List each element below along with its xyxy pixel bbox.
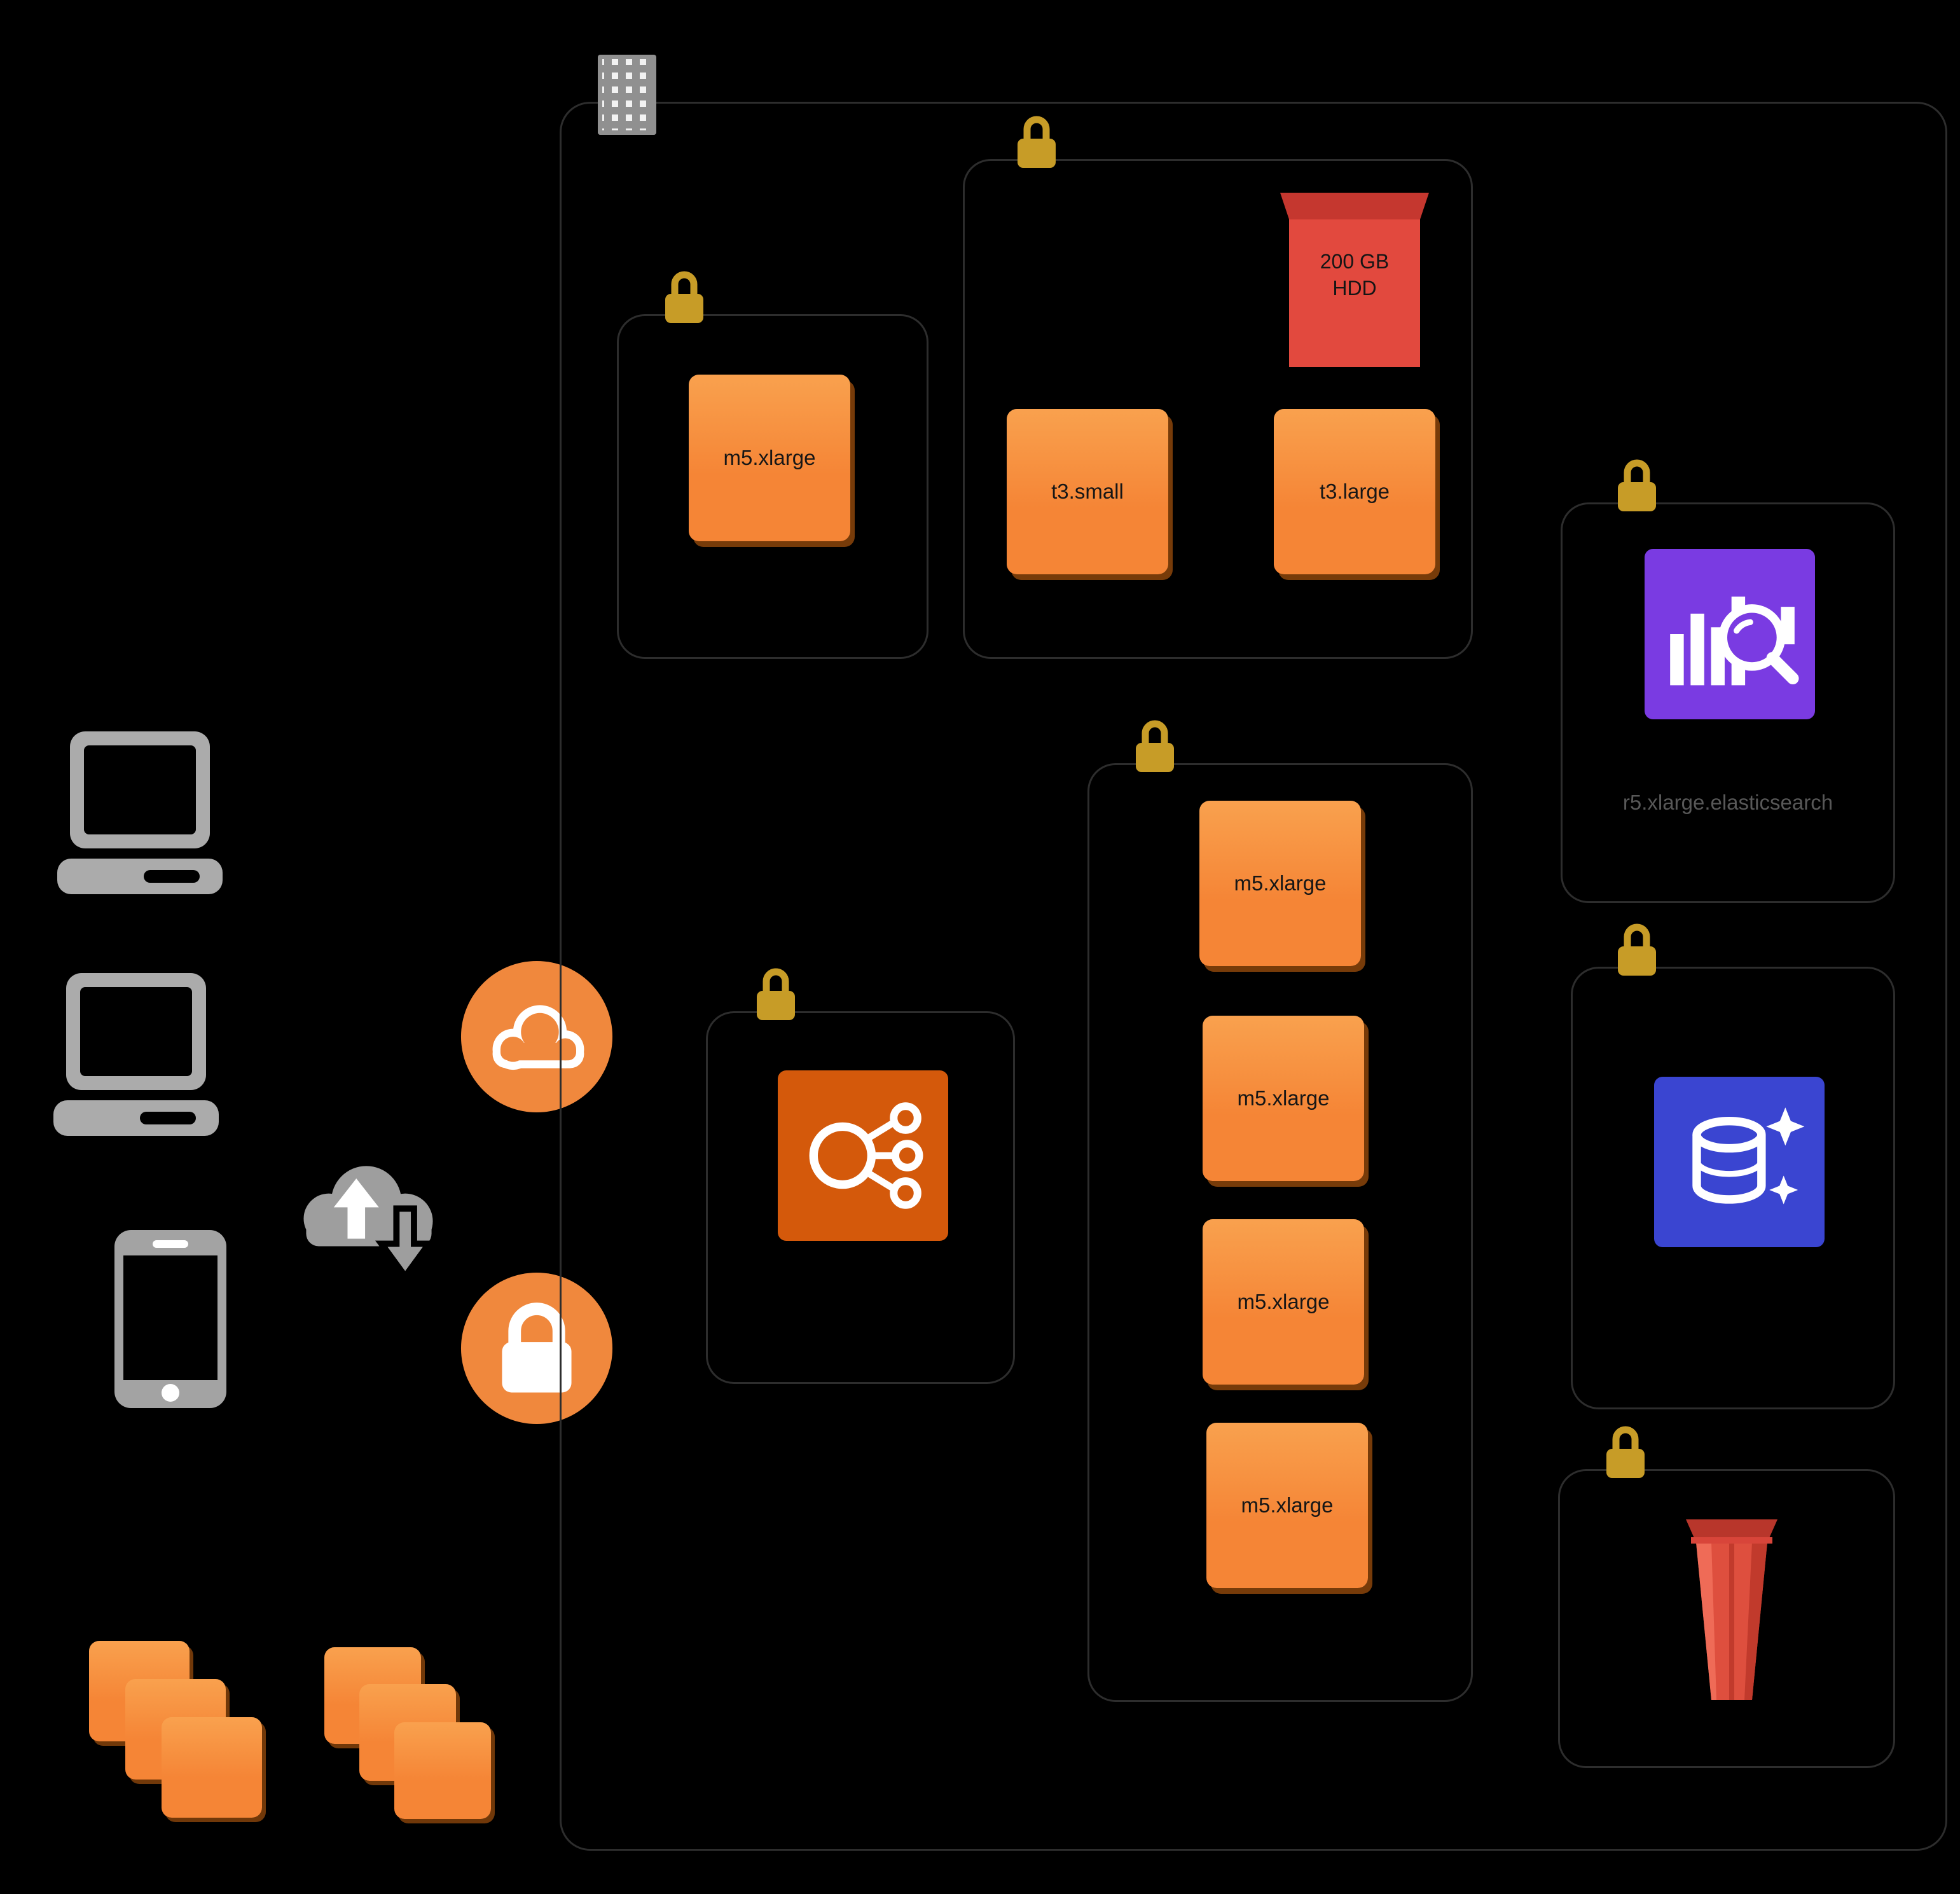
- ec2-instance[interactable]: m5.xlarge: [1199, 801, 1361, 966]
- ec2-instance[interactable]: m5.xlarge: [1203, 1016, 1364, 1181]
- vpc-boundary[interactable]: [560, 102, 1947, 1851]
- lock-icon: [1131, 715, 1178, 774]
- ec2-instance[interactable]: t3.small: [1007, 409, 1168, 574]
- cloud-transfer-icon[interactable]: [282, 1136, 455, 1311]
- lock-icon: [661, 266, 708, 325]
- subnet-load-balancer[interactable]: [706, 1011, 1015, 1384]
- lock-icon: [1613, 919, 1660, 978]
- subnet-app-tier[interactable]: m5.xlarge m5.xlarge m5.xlarge m5.xlarge: [1087, 763, 1473, 1702]
- lock-icon: [752, 964, 799, 1022]
- elasticsearch-icon[interactable]: [1644, 549, 1816, 719]
- ec2-instance[interactable]: m5.xlarge: [1206, 1423, 1368, 1588]
- subnet-bastion[interactable]: 200 GB HDD t3.small t3.large: [963, 159, 1473, 659]
- laptop-icon[interactable]: [57, 731, 223, 904]
- volume-type-label: HDD: [1332, 276, 1377, 300]
- lock-icon: [1613, 455, 1660, 513]
- subnet-web-tier[interactable]: m5.xlarge: [617, 314, 928, 659]
- volume-size-label: 200 GB: [1320, 250, 1390, 273]
- load-balancer-icon[interactable]: [778, 1070, 948, 1241]
- lock-icon: [1013, 111, 1060, 170]
- cloud-circle-icon[interactable]: [458, 958, 616, 1116]
- instance-label: m5.xlarge: [723, 446, 816, 469]
- instance-stack-icon[interactable]: [89, 1641, 262, 1818]
- instance-stack-icon[interactable]: [324, 1647, 491, 1823]
- hdd-volume-lid: [1280, 193, 1429, 219]
- hdd-volume[interactable]: 200 GB HDD: [1280, 193, 1429, 367]
- instance-label: m5.xlarge: [1237, 1290, 1330, 1313]
- stack-square: [394, 1722, 491, 1819]
- instance-label: t3.small: [1051, 480, 1124, 503]
- instance-label: m5.xlarge: [1241, 1493, 1334, 1517]
- laptop-icon[interactable]: [53, 973, 219, 1146]
- mobile-phone-icon[interactable]: [114, 1230, 226, 1408]
- lock-icon: [1602, 1421, 1649, 1480]
- instance-label: m5.xlarge: [1237, 1086, 1330, 1110]
- lock-circle-icon[interactable]: [458, 1269, 616, 1427]
- subnet-database[interactable]: [1571, 967, 1895, 1409]
- hdd-volume-body: 200 GB HDD: [1289, 219, 1420, 367]
- stack-square: [162, 1717, 262, 1818]
- ec2-instance[interactable]: t3.large: [1274, 409, 1435, 574]
- subnet-s3[interactable]: [1558, 1469, 1895, 1768]
- ec2-instance[interactable]: m5.xlarge: [1203, 1219, 1364, 1385]
- datacenter-building-icon: [598, 55, 656, 135]
- elasticsearch-label: r5.xlarge.elasticsearch: [1622, 791, 1833, 814]
- instance-label: t3.large: [1319, 480, 1390, 503]
- s3-bucket-icon[interactable]: [1668, 1507, 1795, 1710]
- instance-label: m5.xlarge: [1234, 871, 1327, 895]
- ec2-instance[interactable]: m5.xlarge: [689, 375, 850, 541]
- database-sparkle-icon[interactable]: [1654, 1077, 1825, 1247]
- subnet-elasticsearch[interactable]: r5.xlarge.elasticsearch: [1561, 502, 1895, 903]
